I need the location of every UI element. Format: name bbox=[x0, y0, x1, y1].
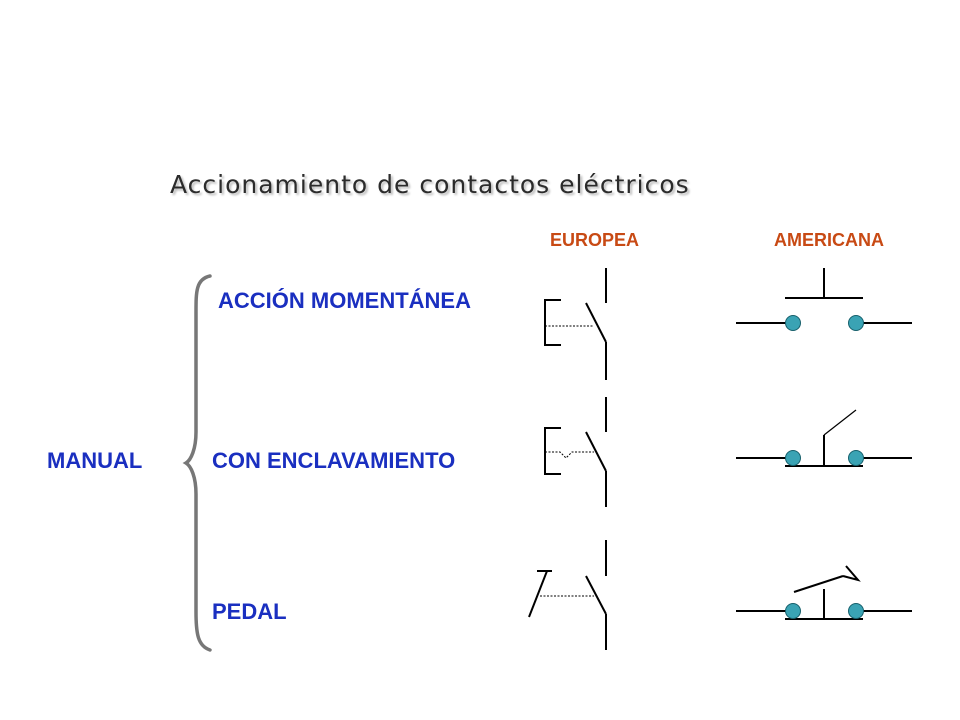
row-label-momentary: ACCIÓN MOMENTÁNEA bbox=[218, 288, 471, 313]
pedal-switch-icon bbox=[736, 565, 912, 620]
push-button-contact-icon bbox=[544, 268, 607, 380]
terminal-right bbox=[848, 450, 864, 466]
pedal-contact-icon bbox=[528, 540, 607, 650]
terminal-left bbox=[785, 315, 801, 331]
column-header-americana: AMERICANA bbox=[774, 230, 884, 250]
terminal-right bbox=[848, 315, 864, 331]
page-title: Accionamiento de contactos eléctricos bbox=[170, 170, 690, 199]
group-label-manual: MANUAL bbox=[47, 448, 143, 473]
row-label-pedal: PEDAL bbox=[212, 599, 287, 624]
push-button-switch-icon bbox=[736, 268, 912, 331]
terminal-right bbox=[848, 603, 864, 619]
latching-switch-icon bbox=[736, 409, 912, 467]
grouping-brace bbox=[182, 274, 212, 652]
row-label-latching: CON ENCLAVAMIENTO bbox=[212, 448, 456, 473]
latching-contact-icon bbox=[544, 397, 607, 507]
terminal-left bbox=[785, 450, 801, 466]
column-header-europea: EUROPEA bbox=[550, 230, 640, 250]
terminal-left bbox=[785, 603, 801, 619]
